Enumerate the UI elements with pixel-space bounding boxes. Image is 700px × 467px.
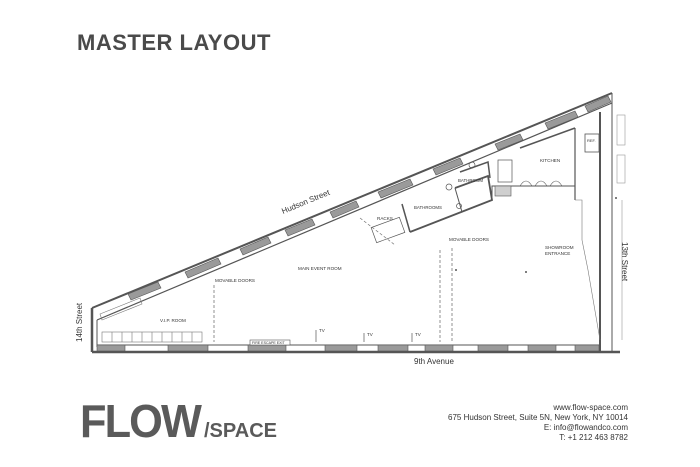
- main-event-room-label: MAIN EVENT ROOM: [298, 266, 342, 271]
- ninth-avenue-label: 9th Avenue: [414, 357, 454, 366]
- flow-space-logo: FLOW /SPACE: [80, 398, 277, 444]
- tv-label: TV: [367, 332, 373, 337]
- ninth-avenue-windows: [96, 344, 600, 352]
- racks-label: RACKS: [377, 216, 393, 221]
- showroom-entrance-label: SHOWROOM: [545, 245, 574, 250]
- thirteenth-street-label: 13th Street: [620, 242, 629, 282]
- kitchen-area: [491, 127, 600, 200]
- vip-seating: [99, 297, 203, 343]
- address-text: 675 Hudson Street, Suite 5N, New York, N…: [448, 413, 628, 422]
- movable-doors: [213, 248, 453, 342]
- fire-escape-label: FIRE ESCAPE EXIT: [252, 341, 286, 345]
- fire-escape-exit: FIRE ESCAPE EXIT: [249, 339, 291, 346]
- east-exterior: [616, 114, 626, 340]
- markers: [455, 197, 617, 273]
- logo-word: FLOW: [80, 398, 202, 444]
- showroom-entrance-label: ENTRANCE: [545, 251, 570, 256]
- outer-walls: [90, 92, 620, 354]
- fourteenth-street-label: 14th Street: [75, 302, 84, 342]
- movable-doors-label: MOVABLE DOORS: [215, 278, 255, 283]
- ref-label: REF.: [587, 138, 596, 143]
- tv-label: TV: [319, 328, 325, 333]
- inner-rooms: [359, 160, 494, 246]
- showroom-entrance: [575, 199, 601, 341]
- movable-doors-label: MOVABLE DOORS: [449, 237, 489, 242]
- hudson-windows: [127, 95, 612, 301]
- kitchen-label: KITCHEN: [540, 158, 560, 163]
- tv-label: TV: [415, 332, 421, 337]
- contact-block: www.flow-space.com 675 Hudson Street, Su…: [448, 403, 628, 443]
- website-link[interactable]: www.flow-space.com: [553, 403, 628, 412]
- email-link[interactable]: E: info@flowandco.com: [543, 423, 628, 432]
- vip-room-label: V.I.P. ROOM: [160, 318, 186, 323]
- bathroom-label: BATHROOM: [458, 178, 483, 183]
- tv-markers: [315, 330, 413, 342]
- bathrooms-label: BATHROOMS: [414, 205, 442, 210]
- page-title: MASTER LAYOUT: [77, 30, 271, 55]
- logo-suffix: /SPACE: [204, 420, 277, 442]
- phone-text: T: +1 212 463 8782: [559, 433, 628, 442]
